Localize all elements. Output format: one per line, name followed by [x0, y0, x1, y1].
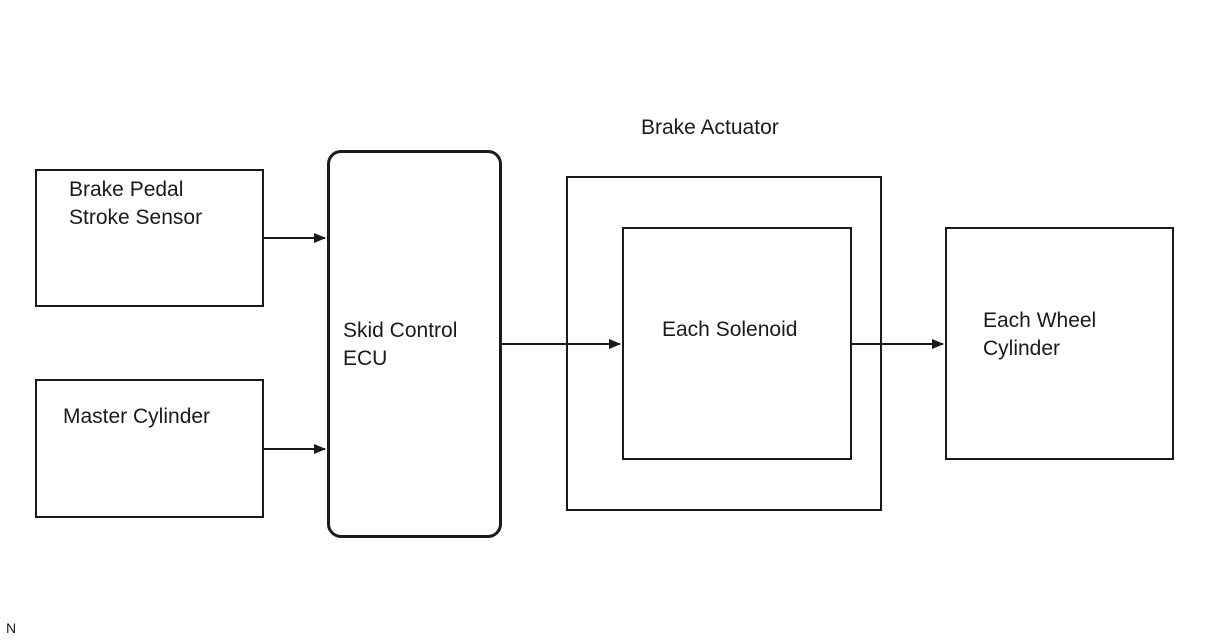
brake-actuator-title-text: Brake Actuator — [641, 116, 779, 139]
skid-control-ecu-box — [327, 150, 502, 538]
brake-pedal-stroke-sensor-line-2: Stroke Sensor — [69, 206, 203, 229]
master-cylinder-box — [35, 379, 264, 518]
each-wheel-cylinder-line-2: Cylinder — [983, 337, 1061, 360]
each-wheel-cylinder-box — [945, 227, 1174, 460]
master-cylinder-line-1: Master Cylinder — [63, 405, 211, 428]
master-cylinder-label: Master Cylinder — [63, 403, 210, 431]
each-wheel-cylinder-line-1: Each Wheel — [983, 309, 1097, 332]
each-solenoid-label: Each Solenoid — [662, 316, 797, 344]
skid-control-ecu-label: Skid Control ECU — [343, 317, 457, 373]
brake-pedal-stroke-sensor-line-1: Brake Pedal — [69, 178, 184, 201]
each-wheel-cylinder-label: Each Wheel Cylinder — [983, 307, 1096, 363]
skid-control-ecu-line-2: ECU — [343, 347, 388, 370]
skid-control-ecu-line-1: Skid Control — [343, 319, 458, 342]
footnote-marker: N — [6, 620, 17, 636]
brake-pedal-stroke-sensor-label: Brake Pedal Stroke Sensor — [69, 176, 202, 232]
each-solenoid-box — [622, 227, 852, 460]
brake-pedal-stroke-sensor-box — [35, 169, 264, 307]
brake-actuator-title: Brake Actuator — [641, 114, 779, 142]
each-solenoid-line-1: Each Solenoid — [662, 318, 798, 341]
